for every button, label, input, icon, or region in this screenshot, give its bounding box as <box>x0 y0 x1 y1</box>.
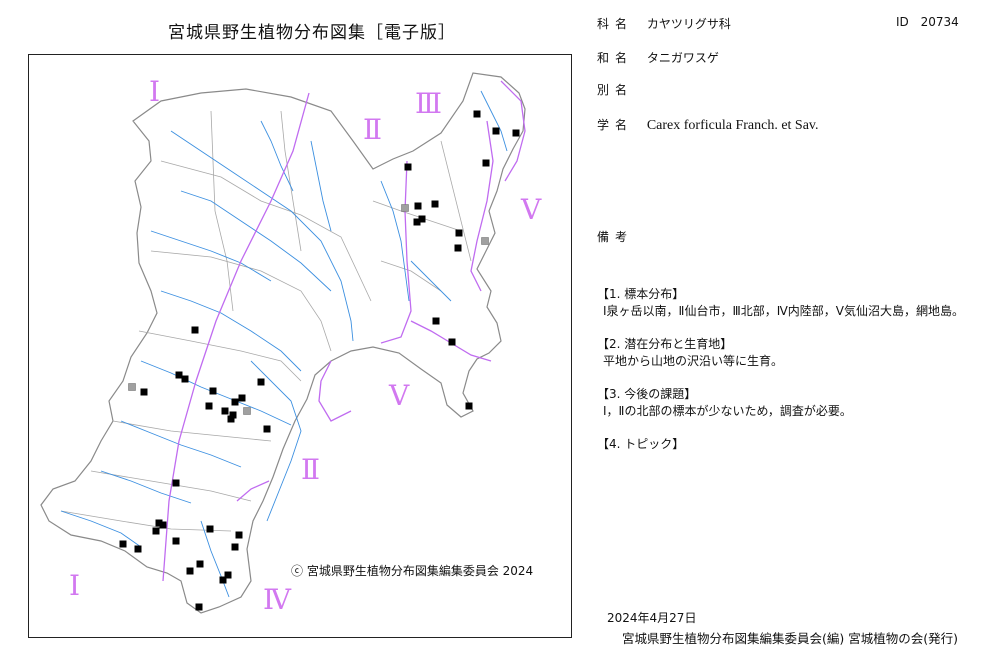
japanese-name-label: 和名 <box>597 51 634 65</box>
region-label-1b: Ⅰ <box>69 571 80 602</box>
specimen-marker <box>209 387 217 395</box>
uncertain-marker <box>243 407 251 415</box>
specimen-marker <box>195 603 203 611</box>
region-label-4: Ⅳ <box>263 585 292 616</box>
specimen-marker <box>159 521 167 529</box>
specimen-marker <box>140 388 148 396</box>
region-label-3: Ⅲ <box>415 89 442 120</box>
note-habitat: 【2. 潜在分布と生育地】 平地から山地の沢沿い等に生育。 <box>597 336 977 370</box>
specimen-marker <box>432 317 440 325</box>
specimen-marker <box>257 378 265 386</box>
alias-label: 別名 <box>597 83 634 97</box>
id-value: 20734 <box>920 15 959 29</box>
remarks-label: 備考 <box>597 230 634 244</box>
region-boundaries <box>162 80 526 582</box>
specimen-marker <box>413 218 421 226</box>
family-label: 科名 <box>597 17 634 31</box>
specimen-marker <box>206 525 214 533</box>
family-value: カヤツリグサ科 <box>646 17 731 31</box>
uncertain-marker <box>481 237 489 245</box>
publication-date: 2024年4月27日 <box>607 611 697 625</box>
specimen-marker <box>221 407 229 415</box>
alias-row: 別名 <box>597 81 643 98</box>
notes: 【1. 標本分布】 Ⅰ泉ヶ岳以南，Ⅱ仙台市，Ⅲ北部，Ⅳ内陸部，Ⅴ気仙沼大島，網地… <box>597 286 977 469</box>
specimen-marker <box>224 571 232 579</box>
note-body: 平地から山地の沢沿い等に生育。 <box>603 354 784 368</box>
specimen-marker <box>191 326 199 334</box>
specimen-marker <box>219 576 227 584</box>
specimen-marker <box>152 527 160 535</box>
specimen-marker <box>181 375 189 383</box>
specimen-marker <box>512 129 520 137</box>
uncertain-marker <box>128 383 136 391</box>
note-topic: 【4. トピック】 <box>597 436 977 453</box>
specimen-marker <box>455 229 463 237</box>
specimen-marker <box>186 567 194 575</box>
note-issues: 【3. 今後の課題】 Ⅰ，Ⅱの北部の標本が少ないため，調査が必要。 <box>597 386 977 420</box>
map-svg: Ⅰ Ⅱ Ⅲ Ⅴ Ⅴ Ⅱ Ⅰ Ⅳ <box>40 72 542 616</box>
uncertain-markers <box>128 204 489 415</box>
specimen-marker <box>231 398 239 406</box>
specimen-marker <box>473 110 481 118</box>
specimen-marker <box>172 537 180 545</box>
specimen-marker <box>418 215 426 223</box>
publisher: 宮城県野生植物分布図集編集委員会(編) 宮城植物の会(発行) <box>622 631 958 646</box>
note-body: Ⅰ，Ⅱの北部の標本が少ないため，調査が必要。 <box>603 404 852 418</box>
note-heading: 【4. トピック】 <box>597 437 685 451</box>
region-label-5b: Ⅴ <box>388 381 410 412</box>
japanese-name-row: 和名 タニガワスゲ <box>597 49 719 66</box>
uncertain-marker <box>401 204 409 212</box>
specimen-marker <box>175 371 183 379</box>
note-heading: 【3. 今後の課題】 <box>597 387 697 401</box>
specimen-marker <box>404 163 412 171</box>
note-specimen-distribution: 【1. 標本分布】 Ⅰ泉ヶ岳以南，Ⅱ仙台市，Ⅲ北部，Ⅳ内陸部，Ⅴ気仙沼大島，網地… <box>597 286 977 320</box>
note-body: Ⅰ泉ヶ岳以南，Ⅱ仙台市，Ⅲ北部，Ⅳ内陸部，Ⅴ気仙沼大島，網地島。 <box>603 304 965 318</box>
specimen-marker <box>492 127 500 135</box>
region-label-2: Ⅱ <box>363 115 382 146</box>
specimen-marker <box>172 479 180 487</box>
id-label: ID <box>896 15 909 29</box>
specimen-marker <box>119 540 127 548</box>
region-label-2b: Ⅱ <box>301 455 320 486</box>
specimen-marker <box>205 402 213 410</box>
specimen-marker <box>263 425 271 433</box>
region-label-5: Ⅴ <box>520 195 542 226</box>
japanese-name-value: タニガワスゲ <box>646 51 719 65</box>
specimen-marker <box>231 543 239 551</box>
region-label-1: Ⅰ <box>149 77 160 108</box>
map-title: 宮城県野生植物分布図集［電子版］ <box>168 23 456 43</box>
specimen-marker <box>227 415 235 423</box>
specimen-marker <box>196 560 204 568</box>
specimen-marker <box>454 244 462 252</box>
specimen-marker <box>448 338 456 346</box>
note-heading: 【2. 潜在分布と生育地】 <box>597 337 733 351</box>
map-copyright: ⓒ 宮城県野生植物分布図集編集委員会 2024 <box>291 564 534 578</box>
specimen-marker <box>229 411 237 419</box>
specimen-marker <box>238 394 246 402</box>
id-row: ID 20734 <box>896 15 959 29</box>
specimen-marker <box>414 202 422 210</box>
scientific-name-row: 学名 Carex forficula Franch. et Sav. <box>597 116 819 134</box>
remarks-row: 備考 <box>597 228 643 245</box>
region-labels: Ⅰ Ⅱ Ⅲ Ⅴ Ⅴ Ⅱ Ⅰ Ⅳ <box>69 77 542 616</box>
prefecture-outline <box>40 72 526 614</box>
scientific-name-value: Carex forficula Franch. et Sav. <box>646 118 819 133</box>
distribution-map: Ⅰ Ⅱ Ⅲ Ⅴ Ⅴ Ⅱ Ⅰ Ⅳ ⓒ 宮城県野生植物分布図集編集委員会 2024 <box>28 54 572 638</box>
specimen-marker <box>235 531 243 539</box>
family-row: 科名 カヤツリグサ科 <box>597 15 731 32</box>
specimen-marker <box>482 159 490 167</box>
specimen-markers <box>119 110 520 611</box>
scientific-name-label: 学名 <box>597 118 634 132</box>
specimen-marker <box>134 545 142 553</box>
specimen-marker <box>155 519 163 527</box>
rivers <box>60 90 508 598</box>
municipal-boundaries <box>60 110 472 532</box>
note-heading: 【1. 標本分布】 <box>597 287 685 301</box>
specimen-marker <box>465 402 473 410</box>
specimen-marker <box>431 200 439 208</box>
